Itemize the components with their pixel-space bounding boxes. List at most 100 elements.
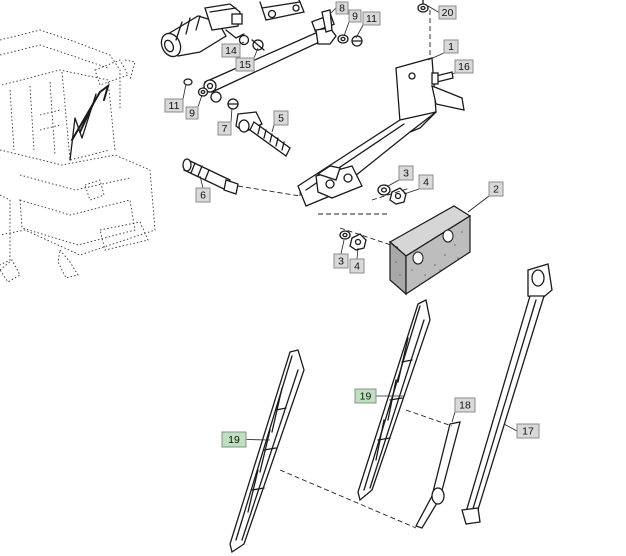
- callout-box: [488, 181, 504, 197]
- callout-6: 6: [195, 175, 211, 203]
- wiper-motor: [160, 3, 245, 58]
- callout-leader-line: [387, 179, 400, 187]
- callout-leader-line: [230, 107, 233, 123]
- callout-11: 11: [164, 83, 187, 113]
- callout-leader-line: [197, 94, 203, 108]
- callout-leader-line: [403, 188, 420, 195]
- callout-number: 4: [423, 177, 429, 189]
- callout-5: 5: [271, 110, 289, 133]
- callout-leader-line: [199, 175, 204, 189]
- callout-17: 17: [503, 423, 540, 439]
- callout-leader-line: [271, 124, 275, 133]
- callout-18: 18: [451, 397, 476, 423]
- callout-box: [348, 9, 362, 23]
- washers-right: [377, 184, 407, 205]
- callout-leader-line: [182, 83, 187, 100]
- callout-box: [454, 397, 476, 413]
- washers-lower: [339, 230, 367, 251]
- callout-leader-line: [239, 41, 245, 45]
- callout-leader-line: [427, 5, 440, 13]
- callout-number: 16: [458, 61, 470, 73]
- linkage-rod: [203, 9, 337, 93]
- callout-box: [333, 253, 349, 269]
- callout-leader-line: [329, 7, 337, 15]
- callout-leader-line: [253, 47, 259, 59]
- callout-4: 4: [403, 174, 434, 195]
- rubber-pad: [388, 205, 472, 296]
- callout-box: [418, 174, 434, 190]
- callout-8: 8: [329, 1, 349, 15]
- callout-1: 1: [427, 39, 459, 61]
- callout-leader-line: [503, 423, 518, 432]
- callout-box: [221, 43, 241, 58]
- callout-leader-line: [245, 439, 271, 441]
- callout-box: [335, 1, 349, 15]
- callout-number: 11: [366, 13, 377, 25]
- callout-16: 16: [451, 59, 474, 75]
- callout-box: [217, 121, 232, 136]
- callout-number: 20: [442, 7, 454, 19]
- callout-number: 9: [352, 11, 358, 23]
- callout-box: [443, 39, 459, 54]
- callout-2: 2: [467, 181, 504, 213]
- bolt-16: [431, 71, 454, 85]
- callout-box: [349, 258, 365, 274]
- callout-7: 7: [217, 107, 233, 136]
- wiper-arm: [461, 263, 553, 525]
- callout-number: 5: [278, 113, 284, 125]
- callout-box: [398, 165, 414, 181]
- crank-bracket: [259, 0, 305, 21]
- callout-box: [516, 423, 540, 439]
- callout-leader-line: [355, 24, 364, 39]
- callout-box: [221, 431, 247, 448]
- callout-14: 14: [221, 41, 245, 58]
- callout-leader-line: [427, 52, 445, 61]
- callout-leader-line: [340, 239, 345, 255]
- callout-number: 4: [354, 261, 360, 273]
- callout-number: 3: [338, 256, 344, 268]
- combine-cab-sketch: [0, 29, 156, 283]
- callout-number: 8: [339, 3, 345, 15]
- callout-box: [273, 110, 289, 126]
- callout-number: 6: [200, 190, 206, 202]
- callout-leader-line: [467, 195, 490, 213]
- callout-box: [362, 11, 381, 26]
- callout-3: 3: [387, 165, 414, 187]
- callout-9: 9: [185, 94, 203, 120]
- callout-box: [164, 98, 184, 113]
- crank-arm-shaft: [235, 111, 291, 157]
- mounting-bracket: [297, 57, 465, 207]
- callout-number: 7: [222, 123, 228, 135]
- callout-number: 1: [448, 41, 454, 53]
- left-washers: [183, 78, 239, 110]
- callout-19: 19: [221, 431, 271, 448]
- callout-box: [454, 59, 474, 74]
- callout-15: 15: [235, 47, 259, 72]
- callout-number: 18: [459, 400, 471, 412]
- callout-number: 2: [493, 184, 499, 196]
- callout-19: 19: [354, 388, 404, 404]
- callout-box: [235, 57, 255, 72]
- callout-box: [438, 5, 457, 20]
- callout-number: 14: [225, 45, 237, 57]
- callout-9: 9: [343, 9, 362, 37]
- callout-number: 15: [239, 59, 251, 71]
- callout-number: 11: [169, 100, 180, 112]
- callout-number: 9: [189, 108, 195, 120]
- callout-box: [354, 388, 377, 404]
- link-18: [415, 421, 461, 529]
- callout-number: 17: [522, 426, 534, 438]
- callout-20: 20: [427, 5, 457, 20]
- callout-4: 4: [349, 247, 365, 274]
- pivot-shaft: [182, 158, 239, 195]
- wiper-blade-lower: [229, 349, 305, 554]
- callout-leader-line: [343, 21, 350, 37]
- callout-leader-line: [451, 411, 456, 423]
- callout-leader-line: [356, 247, 359, 260]
- callout-number: 19: [228, 434, 240, 446]
- callout-3: 3: [333, 239, 349, 269]
- callout-number: 19: [360, 391, 372, 403]
